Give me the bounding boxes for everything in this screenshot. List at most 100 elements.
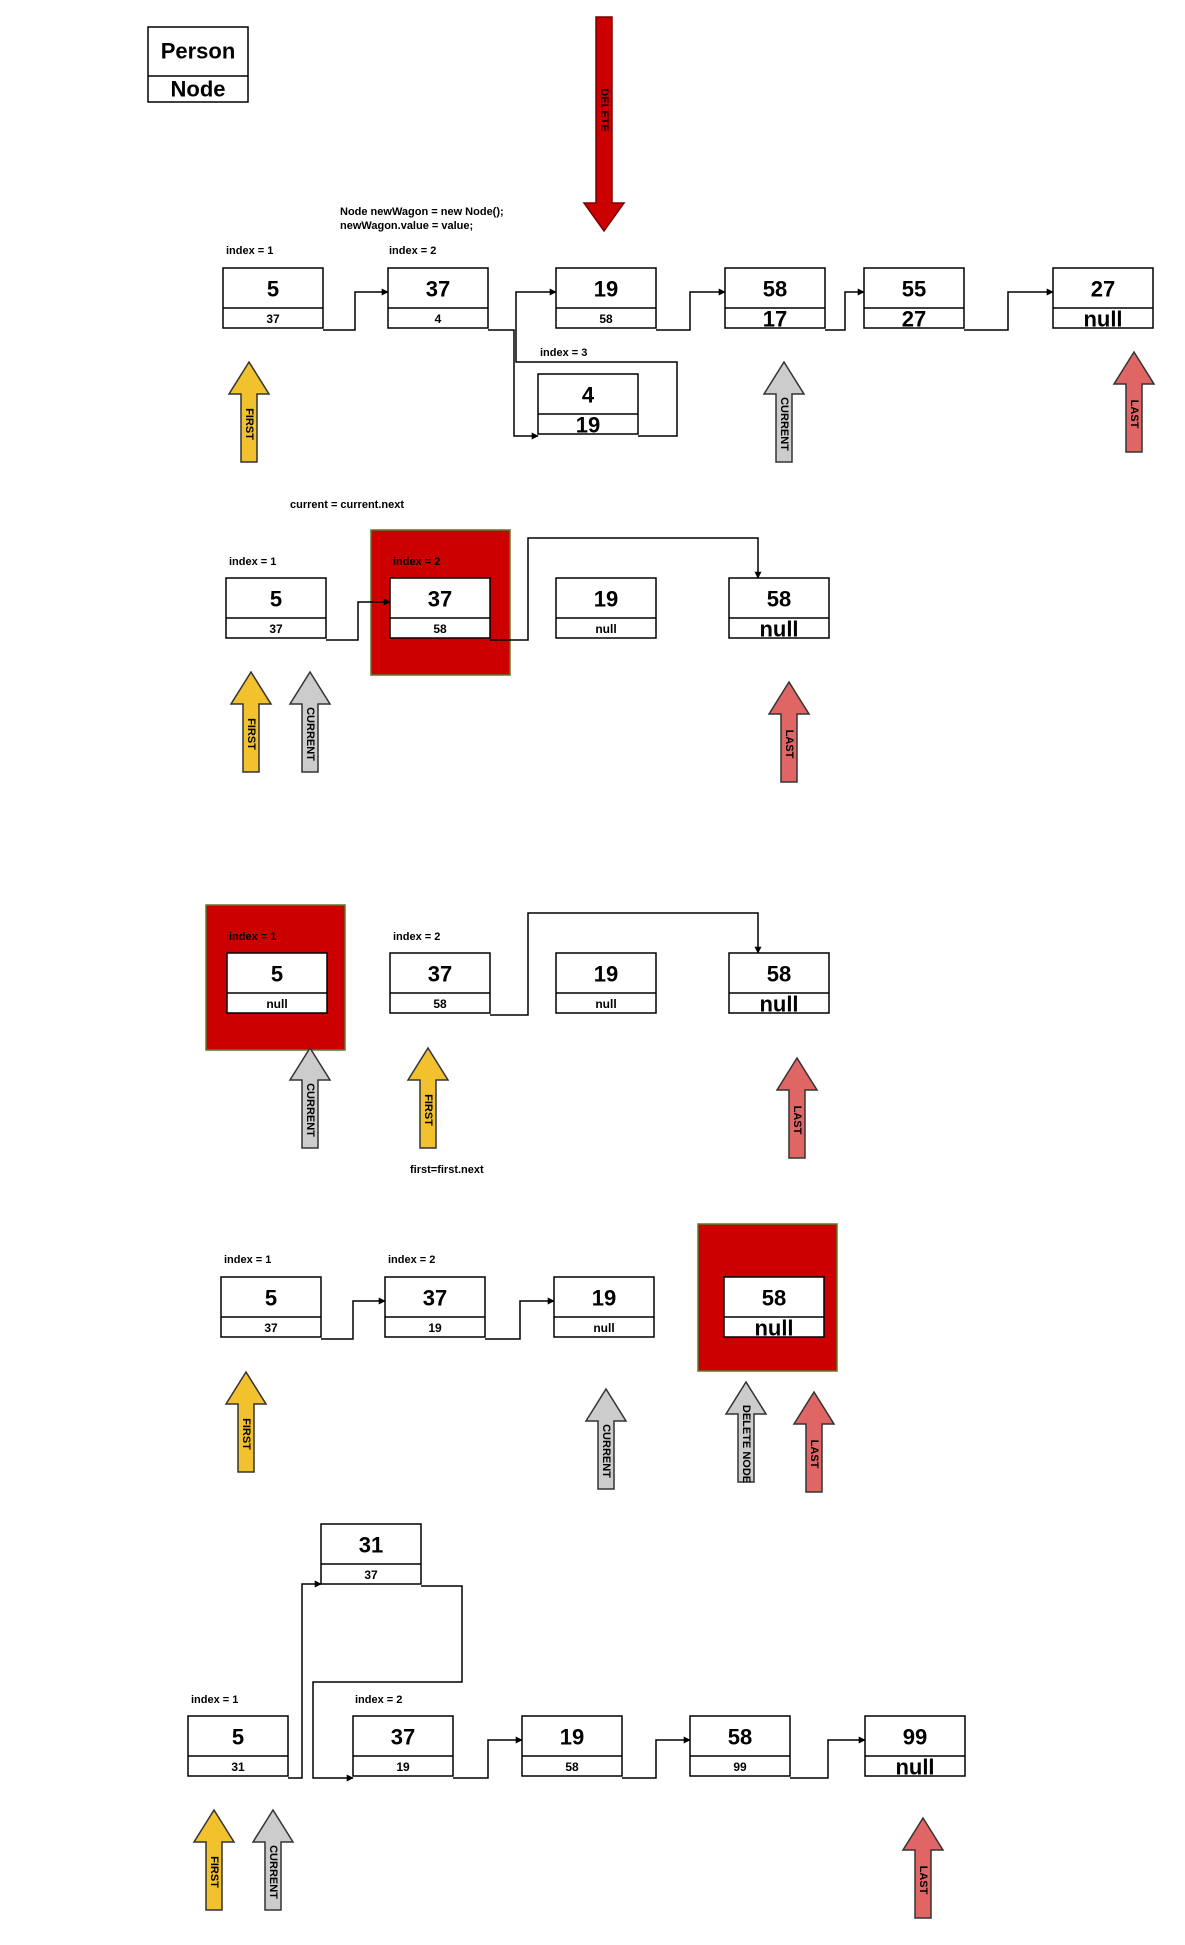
node-value: 37 bbox=[423, 1286, 447, 1311]
arrow-label: LAST bbox=[791, 1106, 803, 1135]
last-pointer: LAST bbox=[767, 680, 811, 783]
node-box bbox=[220, 1276, 322, 1338]
last-pointer: LAST bbox=[792, 1390, 836, 1493]
node-box bbox=[225, 577, 327, 639]
next-link bbox=[490, 537, 762, 641]
node-box bbox=[723, 1276, 825, 1338]
node-next: 31 bbox=[231, 1760, 245, 1774]
code-label: Node newWagon = new Node(); bbox=[340, 206, 504, 218]
current-pointer: CURRENT bbox=[251, 1808, 295, 1911]
node-box bbox=[352, 1715, 454, 1777]
arrow-label: FIRST bbox=[208, 1856, 220, 1888]
node-value: 27 bbox=[1091, 277, 1115, 302]
node-value: 19 bbox=[594, 277, 618, 302]
node-box bbox=[389, 577, 491, 639]
arrow-label: LAST bbox=[783, 730, 795, 759]
node-box bbox=[555, 952, 657, 1014]
arrow-shape bbox=[1112, 350, 1156, 453]
arrow-shape bbox=[224, 1370, 268, 1473]
next-link bbox=[326, 598, 391, 641]
node-next: 37 bbox=[264, 1321, 278, 1335]
index-label: index = 1 bbox=[224, 1254, 271, 1266]
arrow-label: CURRENT bbox=[267, 1845, 279, 1899]
last-pointer: LAST bbox=[901, 1816, 945, 1919]
node-box bbox=[864, 1715, 966, 1777]
node-value: 58 bbox=[767, 587, 791, 612]
next-link bbox=[622, 1736, 691, 1779]
next-link bbox=[312, 1585, 463, 1782]
code-label: first=first.next bbox=[410, 1164, 484, 1176]
node-box bbox=[689, 1715, 791, 1777]
arrow-shape bbox=[251, 1808, 295, 1911]
node-value: 4 bbox=[582, 383, 595, 408]
node-next: 58 bbox=[433, 997, 447, 1011]
node-next: null bbox=[593, 1321, 614, 1335]
next-link bbox=[321, 1297, 386, 1340]
node-next: null bbox=[595, 997, 616, 1011]
next-link bbox=[453, 1736, 523, 1779]
node-next: null bbox=[595, 622, 616, 636]
first-pointer: FIRST bbox=[192, 1808, 236, 1911]
node-value: 5 bbox=[271, 962, 283, 987]
node-next: null bbox=[895, 1755, 934, 1780]
arrow-shape bbox=[724, 1380, 768, 1483]
node-next: 19 bbox=[428, 1321, 442, 1335]
node-value: 19 bbox=[594, 962, 618, 987]
node-next: 37 bbox=[364, 1568, 378, 1582]
current-pointer: CURRENT bbox=[288, 1046, 332, 1149]
arrow-label: CURRENT bbox=[304, 1083, 316, 1137]
arrow-shape bbox=[288, 1046, 332, 1149]
arrow-shape bbox=[584, 1387, 628, 1490]
index-label: index = 2 bbox=[393, 556, 440, 568]
next-link bbox=[825, 288, 865, 331]
next-link bbox=[790, 1736, 866, 1779]
node-value: 19 bbox=[560, 1725, 584, 1750]
current-pointer: CURRENT bbox=[288, 670, 332, 773]
arrow-shape bbox=[792, 1390, 836, 1493]
arrow-label: LAST bbox=[808, 1440, 820, 1469]
arrow-shape bbox=[775, 1056, 819, 1159]
arrow-shape bbox=[192, 1808, 236, 1911]
last-pointer: LAST bbox=[775, 1056, 819, 1159]
node-box bbox=[1052, 267, 1154, 329]
node-next: null bbox=[266, 997, 287, 1011]
current-pointer: CURRENT bbox=[762, 360, 806, 463]
node-box bbox=[555, 267, 657, 329]
node-next: null bbox=[1083, 307, 1122, 332]
node: 27 null bbox=[1052, 267, 1154, 332]
node-next: 58 bbox=[433, 622, 447, 636]
index-label: index = 2 bbox=[393, 931, 440, 943]
node-next: 17 bbox=[763, 307, 787, 332]
node-next: null bbox=[754, 1316, 793, 1341]
legend-node: Node bbox=[171, 77, 226, 102]
node: 5 37 bbox=[220, 1276, 322, 1338]
arrow-label: LAST bbox=[917, 1866, 929, 1895]
node-box bbox=[553, 1276, 655, 1338]
index-label: index = 3 bbox=[540, 347, 587, 359]
arrow-label: FIRST bbox=[245, 718, 257, 750]
node-box bbox=[187, 1715, 289, 1777]
node: 374 bbox=[387, 267, 489, 329]
node-value: 5 bbox=[267, 277, 279, 302]
node-value: 37 bbox=[428, 587, 452, 612]
node-value: 99 bbox=[903, 1725, 927, 1750]
node-next: null bbox=[759, 992, 798, 1017]
node-value: 55 bbox=[902, 277, 926, 302]
first-pointer: FIRST bbox=[224, 1370, 268, 1473]
arrow-label: CURRENT bbox=[778, 397, 790, 451]
arrow-label: CURRENT bbox=[600, 1424, 612, 1478]
node-value: 5 bbox=[265, 1286, 277, 1311]
node-box bbox=[389, 952, 491, 1014]
index-label: index = 1 bbox=[229, 931, 276, 943]
next-link bbox=[490, 912, 762, 1016]
node-box bbox=[728, 952, 830, 1014]
arrow-shape bbox=[762, 360, 806, 463]
